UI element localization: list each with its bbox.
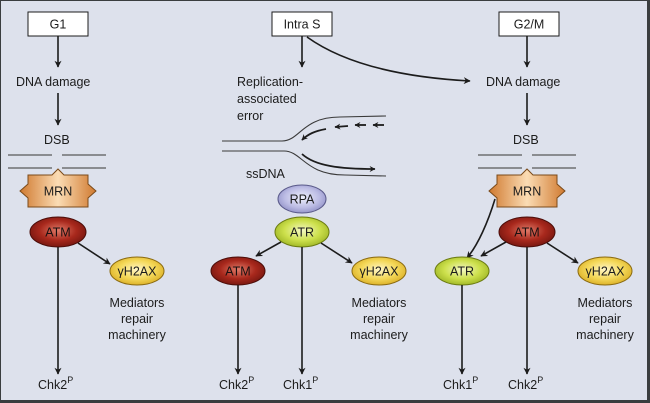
- output-chk2-intra-s: Chk2P: [219, 375, 254, 392]
- column-intra-s: Intra S Replication- associated error ss…: [210, 11, 471, 392]
- mrn-label-g2m: MRN: [513, 185, 541, 199]
- mediators-text-g2m: Mediators repair machinery: [576, 296, 634, 342]
- svg-text:machinery: machinery: [108, 328, 166, 342]
- arrow-atr-to-atm-intra-s: [255, 241, 282, 257]
- svg-text:machinery: machinery: [576, 328, 634, 342]
- phase-box-g1: [27, 11, 89, 37]
- atr-node-intra-s: ATR: [274, 216, 330, 248]
- svg-text:Mediators: Mediators: [110, 296, 165, 310]
- phase-label-g2m: G2/M: [514, 18, 545, 32]
- svg-text:machinery: machinery: [350, 328, 408, 342]
- column-g1: G1 DNA damage DSB MRN ATM γH2AX Mediator…: [8, 11, 167, 392]
- svg-text:Replication-: Replication-: [237, 75, 303, 89]
- phase-label-intra-s: Intra S: [284, 18, 321, 32]
- arrow-intra-s-to-g2m-damage: [306, 36, 471, 85]
- svg-text:associated: associated: [237, 92, 297, 106]
- dsb-break-icon: [8, 154, 106, 169]
- output-chk2-g1: Chk2P: [38, 375, 73, 392]
- rpa-label: RPA: [290, 193, 315, 207]
- lagging-strand-arrows: [301, 122, 384, 141]
- atr-label-intra-s: ATR: [290, 226, 314, 240]
- atr-node-g2m: ATR: [434, 256, 490, 286]
- h2ax-node-intra-s: γH2AX: [351, 256, 407, 286]
- dsb-break-icon: [478, 154, 576, 169]
- mediators-text-intra-s: Mediators repair machinery: [350, 296, 408, 342]
- h2ax-node-g1: γH2AX: [109, 256, 165, 286]
- atm-node-intra-s: ATM: [210, 256, 266, 286]
- lesion-label-g2m: DSB: [513, 133, 539, 147]
- atm-label-g2m: ATM: [514, 226, 539, 240]
- atr-label-g2m: ATR: [450, 265, 474, 279]
- svg-text:Mediators: Mediators: [352, 296, 407, 310]
- mrn-node-g1: MRN: [19, 168, 97, 208]
- h2ax-label-g1: γH2AX: [118, 265, 158, 279]
- damage-label-g2m: DNA damage: [486, 75, 560, 89]
- svg-text:error: error: [237, 109, 263, 123]
- h2ax-label-g2m: γH2AX: [586, 265, 626, 279]
- svg-text:repair: repair: [363, 312, 395, 326]
- atm-label-g1: ATM: [45, 226, 70, 240]
- svg-text:repair: repair: [121, 312, 153, 326]
- arrow-atm-to-atr-g2m: [480, 241, 507, 257]
- atm-node-g2m: ATM: [498, 216, 556, 248]
- lesion-label-g1: DSB: [44, 133, 70, 147]
- damage-label-g1: DNA damage: [16, 75, 90, 89]
- lesion-label-intra-s: ssDNA: [246, 167, 286, 181]
- arrow-atr-to-h2ax-intra-s: [320, 242, 353, 264]
- svg-text:Mediators: Mediators: [578, 296, 633, 310]
- mrn-node-g2m: MRN: [488, 168, 566, 208]
- arrow-mrn-to-atr-g2m: [466, 198, 496, 259]
- leading-strand-arrow: [301, 153, 376, 172]
- phase-box-g2m: [498, 11, 560, 37]
- h2ax-node-g2m: γH2AX: [577, 256, 633, 286]
- output-chk1-g2m: Chk1P: [443, 375, 478, 392]
- error-text: Replication- associated error: [237, 75, 303, 123]
- rpa-node: RPA: [277, 184, 327, 214]
- atm-node-g1: ATM: [29, 216, 87, 248]
- mediators-text-g1: Mediators repair machinery: [108, 296, 166, 342]
- phase-label-g1: G1: [50, 18, 67, 32]
- replication-fork-icon: [222, 115, 387, 177]
- h2ax-label-intra-s: γH2AX: [360, 265, 400, 279]
- arrow-atm-to-h2ax-g2m: [546, 242, 579, 264]
- column-g2m: G2/M DNA damage DSB MRN ATM ATR γH2AX: [434, 11, 635, 392]
- svg-text:repair: repair: [589, 312, 621, 326]
- arrow-atm-to-h2ax-g1: [77, 242, 111, 265]
- output-chk1-intra-s: Chk1P: [283, 375, 318, 392]
- output-chk2-g2m: Chk2P: [508, 375, 543, 392]
- mrn-label-g1: MRN: [44, 185, 72, 199]
- atm-label-intra-s: ATM: [225, 265, 250, 279]
